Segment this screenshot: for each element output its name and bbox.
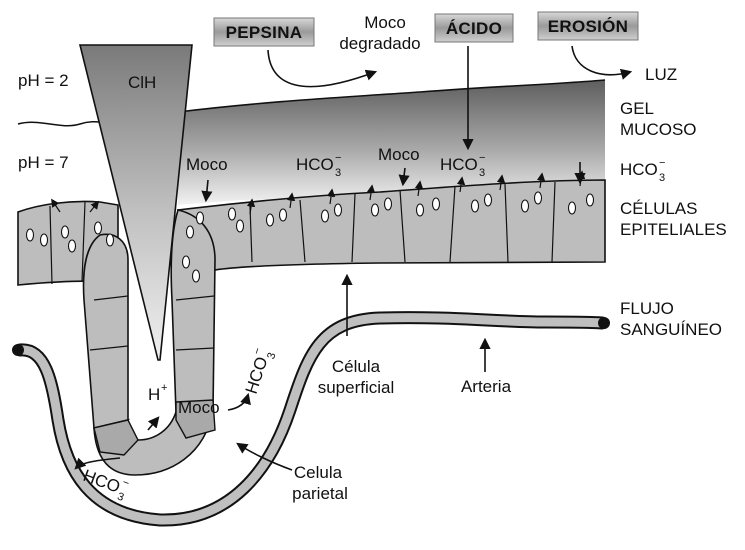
gel-label-line1: GEL [620,99,654,118]
moco-degradado-line1: Moco [364,13,406,32]
flujo-label-line1: FLUJO [620,299,674,318]
celula-parietal-line1: Celula [294,463,343,482]
svg-text:−: − [479,152,485,164]
pepsina-box: PEPSINA [214,18,314,46]
arteria-label: Arteria [461,377,512,396]
ph2-label: pH = 2 [18,71,69,90]
vessel-end-left [12,344,24,356]
svg-text:HCO: HCO [296,155,334,174]
clh-label: ClH [128,73,156,92]
svg-text:−: − [659,157,665,169]
acido-label: ÁCIDO [446,19,502,38]
svg-text:3: 3 [335,167,341,179]
svg-text:HCO: HCO [440,155,478,174]
hco3-right-label: HCO 3 − [620,157,665,184]
erosion-box: EROSIÓN [538,12,638,40]
moco-mid-label: Moco [378,145,420,164]
ph7-label: pH = 7 [18,153,69,172]
celula-superficial-line1: Célula [332,357,381,376]
svg-text:H: H [148,385,160,404]
pepsina-label: PEPSINA [226,23,303,42]
celula-superficial-line2: superficial [318,378,395,397]
svg-text:HCO: HCO [620,160,658,179]
svg-text:HCO: HCO [242,354,272,396]
lumen-line [18,122,112,126]
celula-parietal-line2: parietal [292,484,348,503]
celulas-label-line1: CÉLULAS [620,199,697,218]
moco-left-label: Moco [186,155,228,174]
h-plus-label: H + [148,382,167,404]
svg-text:3: 3 [659,172,665,184]
celulas-label-line2: EPITELIALES [620,220,727,239]
svg-text:3: 3 [479,167,485,179]
svg-text:−: − [335,152,341,164]
vessel-end-right [598,317,610,329]
moco-degradado-line2: degradado [339,34,420,53]
flujo-label-line2: SANGUÍNEO [620,320,722,339]
moco-pit-label: Moco [178,398,220,417]
gel-label-line2: MUCOSO [620,120,697,139]
hco3-pit-label: HCO 3 − [239,346,279,398]
luz-label: LUZ [645,65,677,84]
erosion-label: EROSIÓN [548,17,629,36]
acido-box: ÁCIDO [435,14,513,42]
svg-text:+: + [161,382,167,394]
